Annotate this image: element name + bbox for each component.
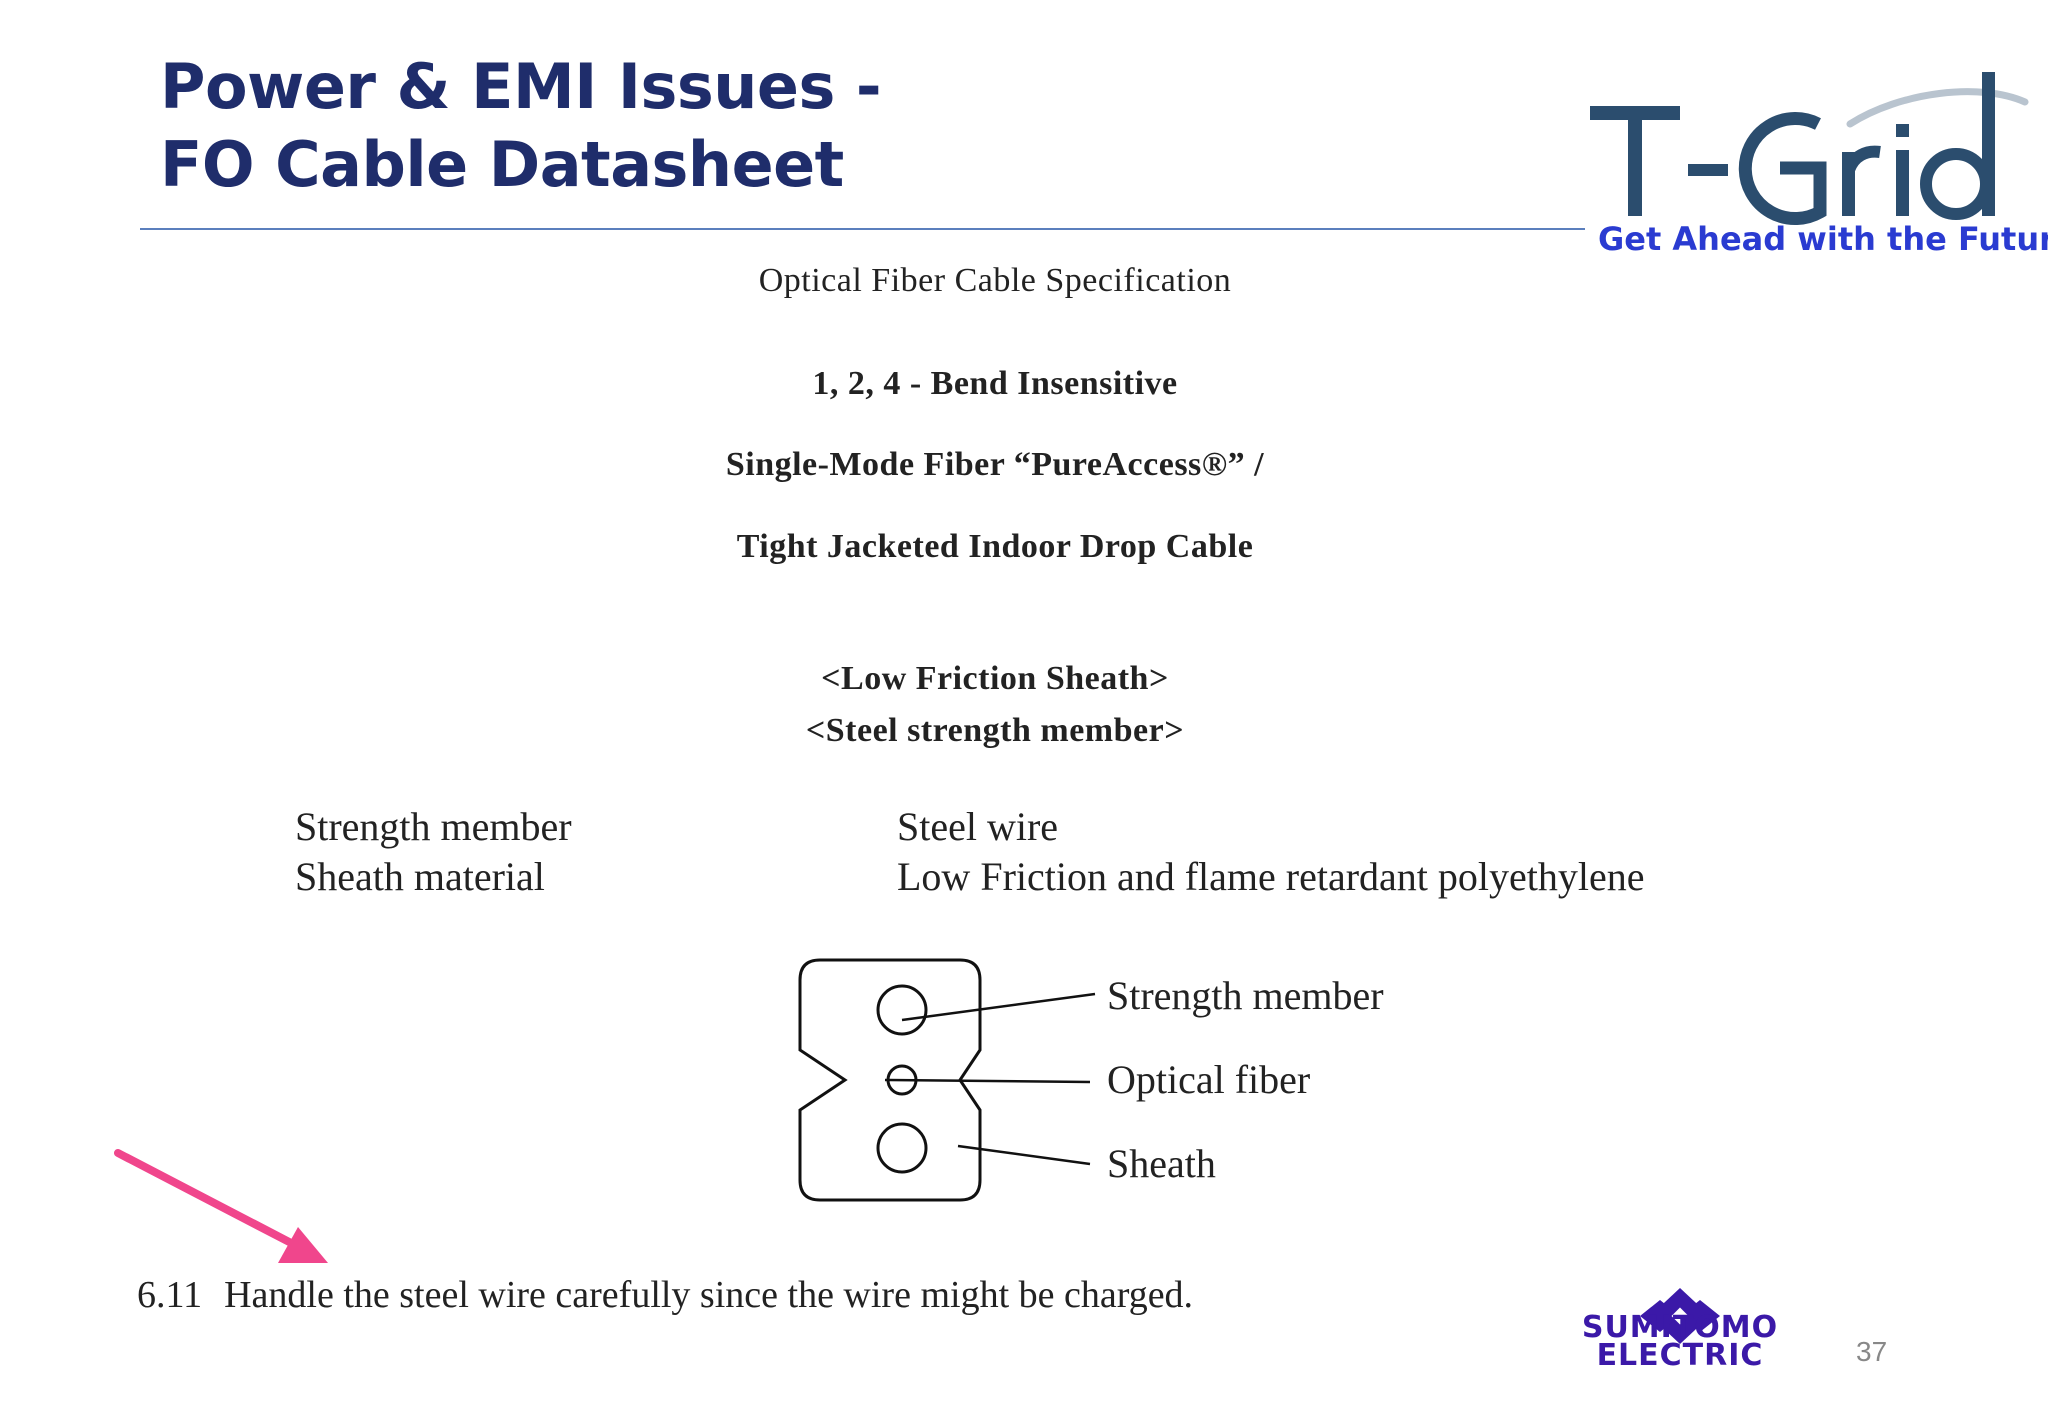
cable-cross-section-diagram (798, 958, 1096, 1202)
sumitomo-logo-mark (1640, 1288, 1720, 1344)
spec-value-sheath-material: Low Friction and flame retardant polyeth… (897, 854, 1645, 899)
sumitomo-logo-text: SUMITOMO ELECTRIC (1576, 1310, 1784, 1373)
diagram-label-sheath: Sheath (1107, 1141, 1216, 1186)
sumitomo-line1: SUMITOMO (1581, 1310, 1779, 1345)
logo-tagline: Get Ahead with the Future (1598, 220, 2048, 258)
spec-line-1: 1, 2, 4 - Bend Insensitive (812, 365, 1178, 402)
spec-key-sheath-material: Sheath material (295, 854, 545, 899)
diagram-label-optical-fiber: Optical fiber (1107, 1057, 1311, 1102)
diagram-label-strength-member: Strength member (1107, 973, 1384, 1018)
spec-line-5: <Steel strength member> (805, 712, 1185, 749)
sheath-leader (957, 1144, 1091, 1166)
cable-sheath-outline (798, 958, 982, 1202)
spec-line-3: Tight Jacketed Indoor Drop Cable (736, 528, 1254, 565)
spec-line-4: <Low Friction Sheath> (821, 660, 1169, 697)
strength-member-leader (901, 992, 1096, 1022)
spec-line-2: Single-Mode Fiber “PureAccess®” / (725, 446, 1265, 483)
note-text: Handle the steel wire carefully since th… (224, 1274, 1194, 1316)
note-number: 6.11 (137, 1274, 203, 1316)
warning-note: 6.11 Handle the steel wire carefully sinc… (137, 1273, 1193, 1317)
strength-member-circle (876, 984, 928, 1036)
slide-title: Power & EMI Issues - FO Cable Datasheet (160, 48, 882, 204)
slide-title-line2: FO Cable Datasheet (160, 128, 844, 201)
sumitomo-line2: ELECTRIC (1596, 1338, 1764, 1373)
t-grid-logo-graphic (1590, 72, 2029, 225)
spec-heading: Optical Fiber Cable Specification (758, 262, 1232, 299)
second-strength-member-circle (876, 1122, 928, 1174)
page-number: 37 (1856, 1336, 1888, 1367)
title-divider (140, 228, 1585, 230)
optical-fiber-leader (884, 1078, 1091, 1084)
t-grid-logo (1580, 62, 2040, 262)
spec-value-strength-member: Steel wire (897, 804, 1059, 849)
pointer-arrow-icon (114, 1149, 328, 1263)
spec-key-strength-member: Strength member (295, 804, 572, 849)
slide-title-line1: Power & EMI Issues - (160, 50, 882, 123)
